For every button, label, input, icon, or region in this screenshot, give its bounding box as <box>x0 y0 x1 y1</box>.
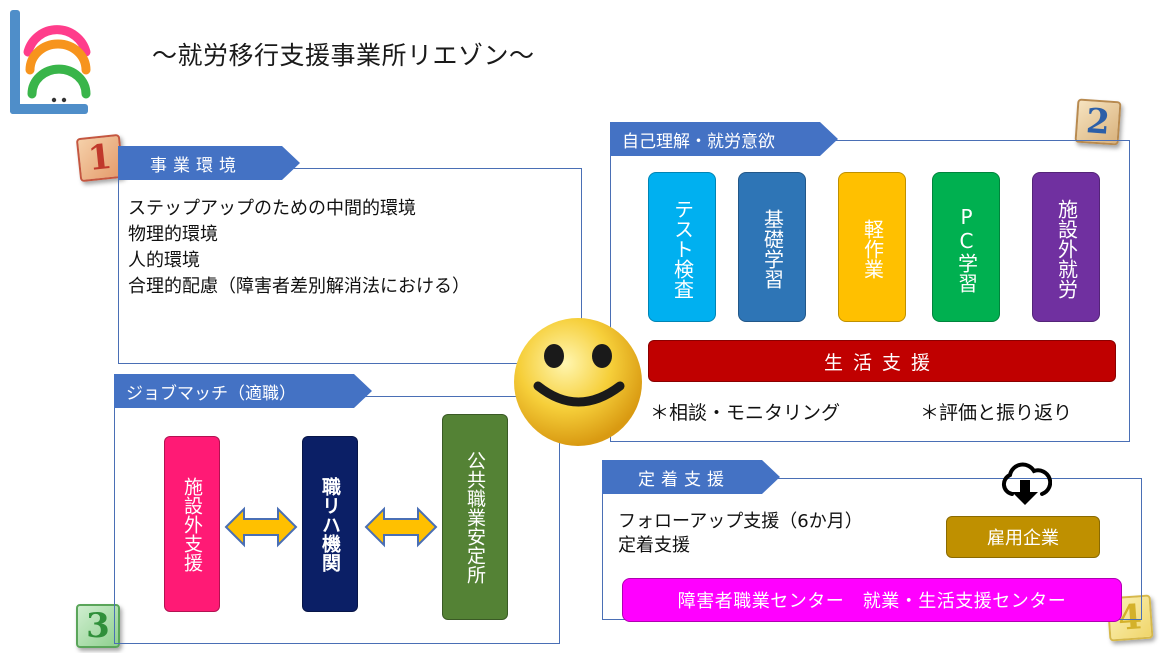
light-work-box: 軽作業 <box>838 172 906 322</box>
list-item: 物理的環境 <box>128 224 218 245</box>
page-title: ～就労移行支援事業所リエゾン～ <box>152 41 535 70</box>
employer-box: 雇用企業 <box>946 516 1100 558</box>
vocational-rehab-box: 職リハ機関 <box>302 436 358 612</box>
retention-list: フォローアップ支援（6か月） 定着支援 <box>618 510 863 558</box>
business-environment-header: 事業環境 <box>118 146 300 180</box>
double-arrow-icon <box>224 506 298 548</box>
list-item: 人的環境 <box>128 250 200 271</box>
job-match-header: ジョブマッチ（適職） <box>114 374 372 408</box>
outside-work-box: 施設外就労 <box>1032 172 1100 322</box>
consultation-note: ＊相談・モニタリング <box>650 402 841 424</box>
pc-learning-box: PC学習 <box>932 172 1000 322</box>
double-arrow-icon <box>364 506 438 548</box>
support-center-bar: 障害者職業センター 就業・生活支援センター <box>622 578 1122 622</box>
cloud-download-icon <box>998 462 1053 506</box>
list-item: ステップアップのための中間的環境 <box>128 198 416 219</box>
block-number-1: 1 <box>75 133 125 183</box>
life-support-bar: 生活支援 <box>648 340 1116 382</box>
smiley-icon <box>510 314 646 450</box>
block-number-2: 2 <box>1074 98 1122 146</box>
retention-header: 定着支援 <box>602 460 780 494</box>
self-understanding-header: 自己理解・就労意欲 <box>610 122 838 156</box>
outside-support-box: 施設外支援 <box>164 436 220 612</box>
list-item: 定着支援 <box>618 535 690 556</box>
basic-learning-box: 基礎学習 <box>738 172 806 322</box>
block-number-3: 3 <box>76 604 120 648</box>
hello-work-box: 公共職業安定所 <box>442 414 508 620</box>
logo-icon <box>8 6 92 118</box>
list-item: フォローアップ支援（6か月） <box>618 511 863 532</box>
self-understanding-frame <box>610 140 1130 442</box>
evaluation-note: ＊評価と振り返り <box>920 402 1073 424</box>
test-box: テスト検査 <box>648 172 716 322</box>
list-item: 合理的配慮（障害者差別解消法における） <box>128 276 470 297</box>
business-environment-list: ステップアップのための中間的環境 物理的環境 人的環境 合理的配慮（障害者差別解… <box>128 196 470 300</box>
business-environment-frame <box>118 168 582 364</box>
